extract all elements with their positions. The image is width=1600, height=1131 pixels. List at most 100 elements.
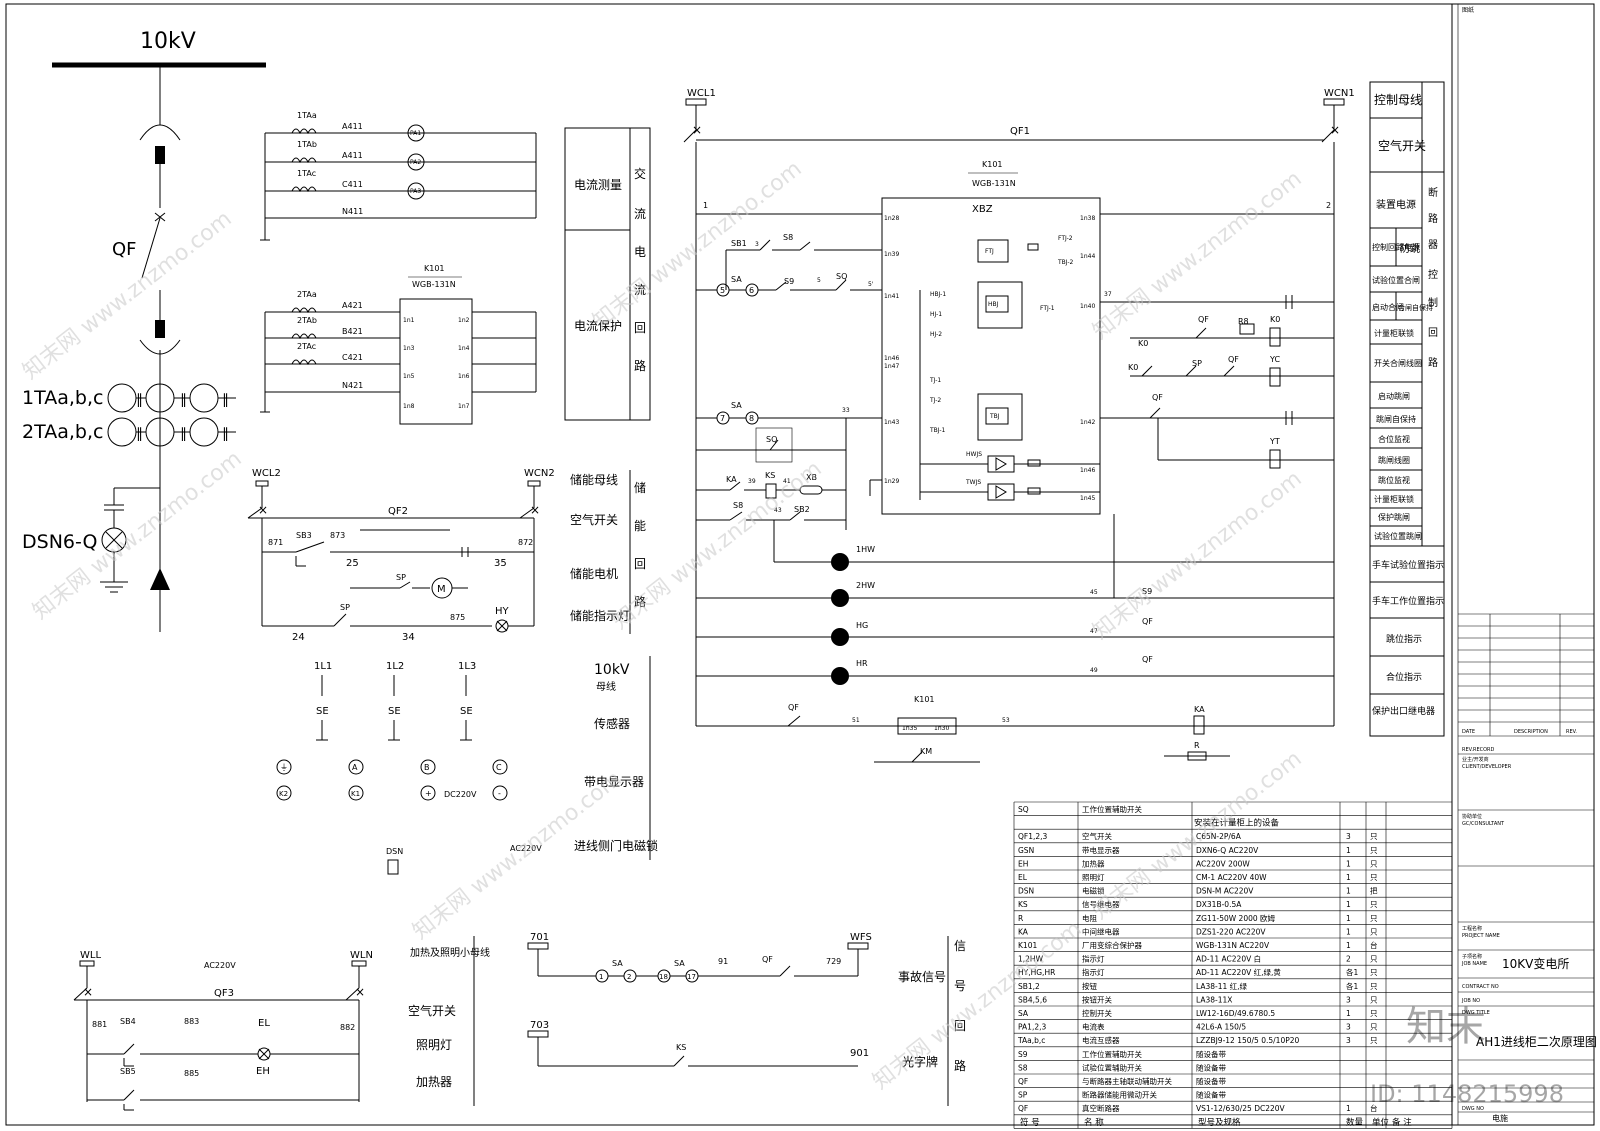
svg-text:×: × bbox=[692, 123, 702, 137]
row-protect-trip: 保护跳闸 bbox=[1378, 512, 1410, 522]
bom-name: 工作位置辅助开关 bbox=[1082, 1049, 1142, 1059]
circle-k1: K1 bbox=[351, 790, 360, 798]
row-close-hold: 合闸自保持 bbox=[1398, 303, 1433, 312]
circle-k2: K2 bbox=[279, 790, 288, 798]
row-close-monitor: 合位监视 bbox=[1378, 434, 1410, 444]
tb-dwg: DWG TITLE bbox=[1462, 1010, 1490, 1016]
bom-model: CM-1 AC220V 40W bbox=[1196, 873, 1267, 882]
svg-text:∥: ∥ bbox=[180, 392, 187, 408]
ct-1tab: 1TAb bbox=[297, 140, 317, 149]
side-char: 回 bbox=[634, 321, 646, 335]
wire-b421: B421 bbox=[342, 327, 363, 336]
bom-name: 中间继电器 bbox=[1082, 926, 1120, 936]
bom-unit: 只 bbox=[1370, 873, 1378, 882]
wire-5p: 5' bbox=[868, 281, 874, 288]
tb-revrec: REV.RECORD bbox=[1462, 747, 1495, 753]
wire-729: 729 bbox=[826, 957, 841, 966]
tb-client-cn: 业主/开发商 bbox=[1462, 756, 1489, 763]
label-control-bus: 控制母线 bbox=[1374, 93, 1422, 107]
bom-unit: 只 bbox=[1370, 900, 1378, 909]
bom-header: 符 号 bbox=[1020, 1117, 1040, 1128]
tb-rev: REV. bbox=[1566, 729, 1577, 735]
sig-qf: QF bbox=[762, 955, 773, 964]
pin: 1n41 bbox=[884, 293, 899, 300]
dc220v-label: DC220V bbox=[444, 790, 477, 799]
row-trip-coil: 跳闸线圈 bbox=[1378, 455, 1410, 465]
bom-model: LA38-11 红,绿 bbox=[1196, 981, 1248, 991]
ac220v-label: AC220V bbox=[510, 844, 542, 853]
wire-885: 885 bbox=[184, 1069, 199, 1078]
circle-c: C bbox=[496, 763, 502, 772]
ks-coil: KS bbox=[765, 471, 775, 480]
tbj1: TBJ-1 bbox=[929, 427, 946, 434]
side-char: 控 bbox=[1428, 268, 1438, 281]
bom-name: 按钮 bbox=[1082, 981, 1098, 991]
lighting-circuit: WLL WLN AC220V × × QF3 881 SB4 883 EL 88… bbox=[73, 950, 373, 1111]
sensor-se-2: SE bbox=[388, 706, 401, 717]
sb5: SB5 bbox=[120, 1067, 136, 1076]
sb2: SB2 bbox=[794, 505, 810, 514]
bom-model: 随设备带 bbox=[1196, 1049, 1226, 1059]
bom-model: ZG11-50W 2000 欧姆 bbox=[1196, 913, 1276, 923]
bom-unit: 把 bbox=[1370, 886, 1378, 896]
wire-37: 37 bbox=[1104, 291, 1112, 298]
term-35: 35 bbox=[494, 558, 507, 569]
tj1: TJ-1 bbox=[929, 377, 941, 384]
sp-contact: SP bbox=[1192, 359, 1202, 368]
bom-qty: 3 bbox=[1346, 832, 1351, 841]
pin-1n35: 1n35 bbox=[902, 725, 917, 732]
ct-2tab: 2TAb bbox=[297, 316, 317, 325]
row-open-indicator: 跳位指示 bbox=[1386, 633, 1422, 645]
lamp-el-label: EL bbox=[258, 1018, 270, 1029]
tb-job: JOB NAME bbox=[1461, 961, 1487, 967]
relay-k101-model: WGB-131N bbox=[412, 280, 456, 289]
wire-45: 45 bbox=[1090, 589, 1098, 596]
label-heat-light-bus: 加热及照明小母线 bbox=[410, 946, 490, 959]
wire-c411: C411 bbox=[342, 180, 363, 189]
ac-current-side-table: 电流测量 电流保护 交 流 电 流 回 路 bbox=[564, 127, 651, 421]
bom-model: DZS1-220 AC220V bbox=[1196, 927, 1266, 936]
bom-symbol: SB4,5,6 bbox=[1018, 995, 1047, 1004]
phase-1l3: 1L3 bbox=[458, 661, 476, 672]
side-char: 回 bbox=[1428, 327, 1438, 339]
wire-39: 39 bbox=[748, 478, 756, 485]
hbj1: HBJ-1 bbox=[930, 291, 946, 298]
label-light: 照明灯 bbox=[416, 1038, 452, 1052]
wire-701: 701 bbox=[530, 932, 549, 943]
side-char: 断 bbox=[1428, 186, 1438, 199]
bom-unit: 只 bbox=[1370, 968, 1378, 977]
tj2: TJ-2 bbox=[929, 397, 941, 404]
bom-symbol: KA bbox=[1018, 927, 1029, 936]
bom-symbol: SP bbox=[1018, 1091, 1028, 1100]
bom-header: 型号及规格 bbox=[1198, 1117, 1241, 1128]
watermark-text: 知末网 www.znzmo.com bbox=[408, 767, 626, 945]
bom-symbol: GSN bbox=[1018, 846, 1034, 855]
bom-qty: 3 bbox=[1346, 1036, 1351, 1045]
svg-text:×: × bbox=[258, 503, 268, 517]
tb-date: DATE bbox=[1462, 729, 1475, 735]
wire-871: 871 bbox=[268, 538, 283, 547]
phase-1l2: 1L2 bbox=[386, 661, 404, 672]
bom-qty: 1 bbox=[1346, 873, 1351, 882]
bom-unit: 只 bbox=[1370, 955, 1378, 964]
bom-name: 带电显示器 bbox=[1082, 845, 1120, 855]
sensor-circuit: 1L1 1L2 1L3 SE SE SE ⏚ A B C K2 K1 + - D… bbox=[276, 661, 542, 875]
pin-1n6: 1n6 bbox=[458, 373, 470, 380]
breaker-qf1: QF1 bbox=[1010, 126, 1030, 137]
twjs: TWJS bbox=[965, 479, 981, 486]
side-char: 器 bbox=[1428, 239, 1438, 251]
pin: 1n46 bbox=[884, 355, 899, 362]
tbj2: TBJ-2 bbox=[1057, 259, 1074, 266]
ct-2taa: 2TAa bbox=[297, 290, 317, 299]
bom-name: 信号继电器 bbox=[1082, 899, 1120, 909]
km-contact: KM bbox=[920, 747, 932, 756]
ct-1taa: 1TAa bbox=[297, 111, 317, 120]
tb-dwg-value: AH1进线柜二次原理图 bbox=[1476, 1035, 1597, 1049]
label-air-switch: 空气开关 bbox=[570, 512, 618, 527]
pin: 1n28 bbox=[884, 215, 899, 222]
svg-text:×: × bbox=[83, 985, 93, 999]
row-test-close: 试验位置合闸 bbox=[1372, 275, 1420, 285]
bom-model: C65N-2P/6A bbox=[1196, 832, 1242, 841]
storage-side-table: 储能母线 空气开关 储能电机 储能指示灯 储 能 回 路 bbox=[570, 470, 646, 634]
label-10kv: 10kV bbox=[594, 662, 630, 678]
